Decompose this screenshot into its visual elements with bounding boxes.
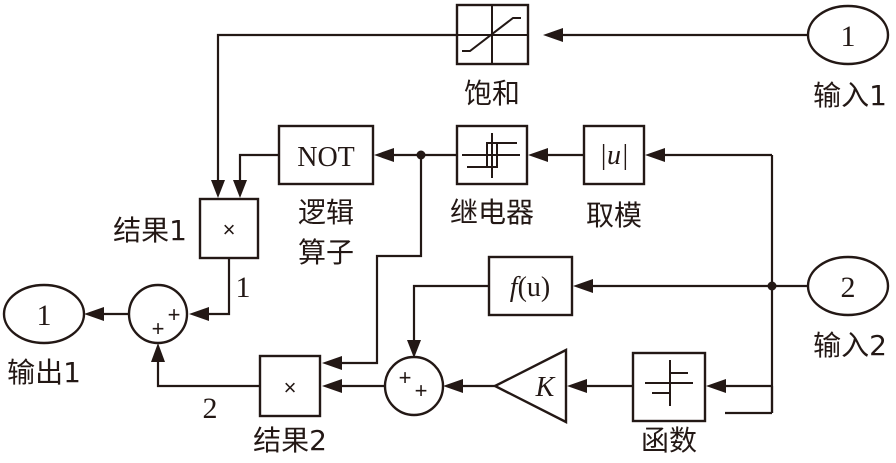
product2-label: 结果2: [253, 424, 327, 457]
product2-out-port-label: 2: [203, 392, 218, 425]
arrow-output-in: [84, 307, 104, 321]
deadzone-label: 函数: [641, 424, 697, 457]
output1-number: 1: [37, 299, 52, 332]
input2-port[interactable]: 2: [806, 255, 890, 317]
logic-not-block[interactable]: NOT: [277, 124, 375, 186]
abs-label: 取模: [586, 199, 642, 232]
relay-block[interactable]: [455, 124, 529, 186]
wire-saturation-to-product1: [216, 33, 457, 185]
relay-label: 继电器: [450, 196, 534, 229]
product2-block[interactable]: ×: [258, 354, 322, 418]
arrow-product2-in1: [322, 356, 342, 370]
product1-label: 结果1: [113, 214, 187, 247]
arrow-gain-in: [567, 379, 587, 393]
logic-not-text: NOT: [297, 142, 355, 173]
fcn-block[interactable]: f(u): [487, 255, 574, 317]
product1-symbol: ×: [223, 217, 236, 242]
abs-text: |u|: [599, 140, 628, 171]
logic-label-line2: 算子: [298, 236, 354, 269]
sum-mid-sign-2: +: [415, 378, 428, 403]
arrow-relay-in: [528, 148, 548, 162]
fcn-text: f(u): [510, 272, 550, 303]
arrow-not-in: [374, 148, 394, 162]
saturation-icon: [462, 17, 521, 52]
gain-text: K: [535, 372, 556, 403]
input1-number: 1: [841, 20, 856, 53]
product1-out-port-label: 1: [236, 271, 251, 304]
gain-block[interactable]: K: [492, 348, 568, 424]
input2-number: 2: [841, 271, 856, 304]
arrow-abs-in: [645, 148, 665, 162]
relay-hysteresis-icon: [467, 143, 498, 168]
deadzone-block[interactable]: [631, 351, 707, 423]
sum-output-sign-1: +: [168, 302, 181, 327]
arrow-fcn-in: [573, 279, 593, 293]
output1-label: 输出1: [7, 356, 81, 389]
product1-block[interactable]: ×: [198, 197, 260, 260]
sum-mid-sign-1: +: [399, 365, 412, 390]
arrow-sum-mid-in1: [407, 340, 421, 358]
arrow-sum-out-in2: [151, 343, 165, 362]
wire-fcn-to-sum: [412, 284, 489, 345]
arrow-saturation-in: [543, 28, 563, 42]
wire-not-to-product1: [238, 153, 278, 185]
wire-relay-to-product2: [340, 155, 423, 365]
sum-output-sign-2: +: [152, 316, 165, 341]
input1-port[interactable]: 1: [806, 4, 890, 66]
output1-port[interactable]: 1: [2, 283, 86, 345]
abs-block[interactable]: |u|: [582, 124, 646, 186]
arrow-product2-in2: [322, 379, 342, 393]
arrow-product1-in1: [211, 180, 225, 198]
product2-symbol: ×: [284, 375, 297, 400]
input1-label: 输入1: [813, 79, 887, 112]
arrow-sum-mid-in2: [443, 379, 463, 393]
sum-mid-block[interactable]: + +: [383, 355, 445, 417]
arrow-deadzone-in: [706, 379, 726, 393]
sum-output-block[interactable]: + +: [127, 283, 189, 345]
saturation-block[interactable]: [455, 3, 530, 66]
wire-product2-to-sum: [156, 358, 260, 388]
saturation-label: 饱和: [464, 77, 520, 110]
relay-hysteresis-icon-upper: [486, 142, 517, 167]
arrow-sum-out-in1: [189, 307, 209, 321]
logic-label-line1: 逻辑: [298, 196, 354, 229]
wire-product1-to-sum: [205, 258, 231, 316]
arrow-product1-in2: [233, 180, 247, 198]
input2-label: 输入2: [813, 329, 887, 362]
